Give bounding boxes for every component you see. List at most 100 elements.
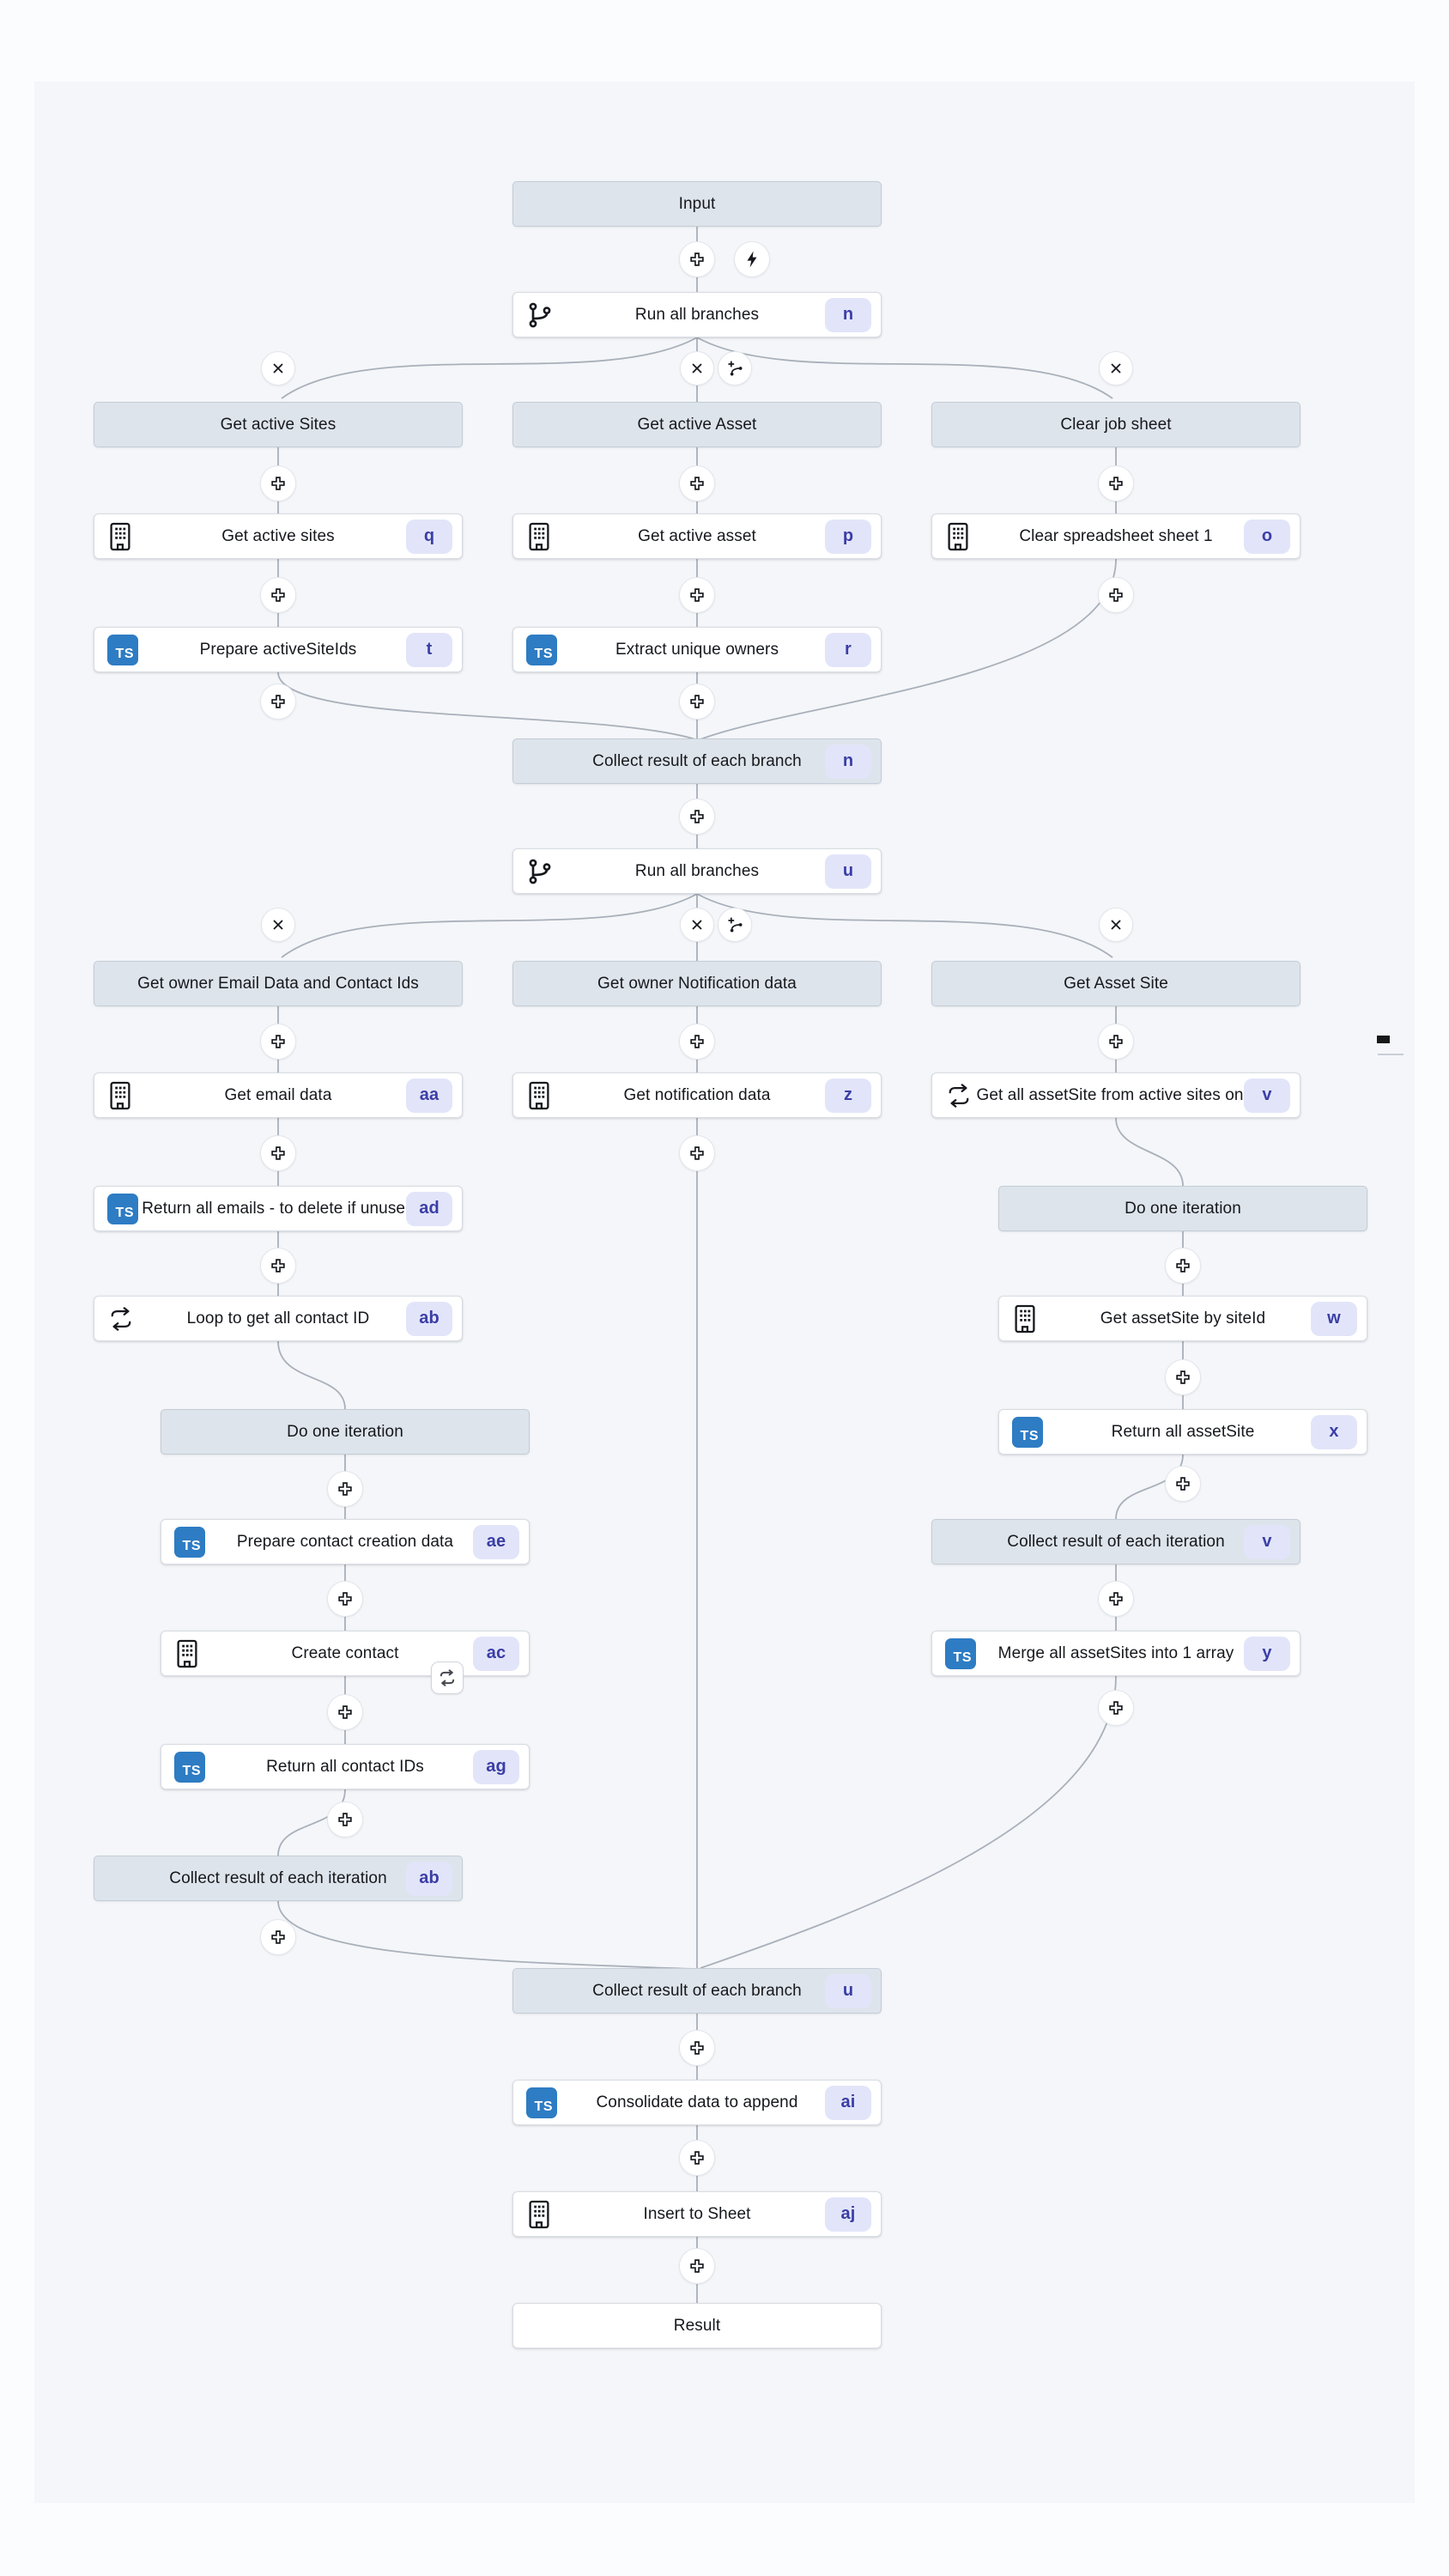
node-get-active-sites[interactable]: Get active sites q bbox=[94, 513, 463, 559]
add-step-button[interactable] bbox=[679, 1135, 715, 1171]
block-id-badge: x bbox=[1311, 1414, 1357, 1449]
node-get-notification-data[interactable]: Get notification data z bbox=[512, 1072, 882, 1118]
branch-header-get-owner-notification[interactable]: Get owner Notification data bbox=[512, 961, 882, 1006]
add-branch-button[interactable] bbox=[718, 351, 752, 386]
add-step-button[interactable] bbox=[1165, 1359, 1201, 1395]
add-step-button[interactable] bbox=[1165, 1248, 1201, 1284]
delete-branch-button[interactable] bbox=[680, 351, 714, 386]
loop-header-do-one-iteration-left[interactable]: Do one iteration bbox=[161, 1409, 530, 1455]
retry-loop-button[interactable] bbox=[431, 1662, 464, 1694]
add-step-button[interactable] bbox=[327, 1801, 363, 1838]
delete-branch-button[interactable] bbox=[680, 908, 714, 942]
loop-icon bbox=[440, 1669, 455, 1686]
node-collect-result-iteration-right[interactable]: Collect result of each iteration v bbox=[931, 1519, 1300, 1564]
node-extract-unique-owners[interactable]: TS Extract unique owners r bbox=[512, 627, 882, 672]
node-result[interactable]: Result bbox=[512, 2303, 882, 2348]
branch-header-get-owner-email[interactable]: Get owner Email Data and Contact Ids bbox=[94, 961, 463, 1006]
add-step-button[interactable] bbox=[679, 2140, 715, 2176]
add-step-button[interactable] bbox=[679, 1024, 715, 1060]
loop-header-do-one-iteration-right[interactable]: Do one iteration bbox=[998, 1186, 1367, 1231]
block-id-badge: z bbox=[825, 1078, 871, 1113]
node-input[interactable]: Input bbox=[512, 181, 882, 227]
node-run-all-branches-2[interactable]: Run all branches u bbox=[512, 848, 882, 894]
delete-branch-button[interactable] bbox=[1099, 908, 1133, 942]
add-step-button[interactable] bbox=[260, 1024, 296, 1060]
block-id-badge: r bbox=[825, 632, 871, 667]
node-prepare-contact-creation-data[interactable]: TS Prepare contact creation data ae bbox=[161, 1519, 530, 1564]
node-insert-to-sheet[interactable]: Insert to Sheet aj bbox=[512, 2191, 882, 2237]
add-step-button[interactable] bbox=[679, 241, 715, 277]
edge-artifact bbox=[1377, 1036, 1390, 1043]
node-create-contact[interactable]: Create contact ac bbox=[161, 1631, 530, 1676]
typescript-code-icon: TS bbox=[107, 1193, 138, 1224]
node-collect-result-branch-2[interactable]: Collect result of each branch u bbox=[512, 1968, 882, 2014]
node-get-active-asset[interactable]: Get active asset p bbox=[512, 513, 882, 559]
block-id-badge: p bbox=[825, 519, 871, 554]
add-step-button[interactable] bbox=[679, 577, 715, 613]
resource-table-icon bbox=[526, 2199, 552, 2230]
add-step-button[interactable] bbox=[679, 683, 715, 720]
add-step-button[interactable] bbox=[327, 1694, 363, 1730]
node-label: Run all branches bbox=[634, 305, 760, 324]
node-prepare-activesiteids[interactable]: TS Prepare activeSiteIds t bbox=[94, 627, 463, 672]
node-consolidate-data-to-append[interactable]: TS Consolidate data to append ai bbox=[512, 2080, 882, 2125]
add-step-button[interactable] bbox=[679, 799, 715, 835]
block-id-badge: t bbox=[406, 632, 452, 667]
branch-header-get-asset-site[interactable]: Get Asset Site bbox=[931, 961, 1300, 1006]
add-step-button[interactable] bbox=[260, 465, 296, 501]
git-branch-icon bbox=[526, 858, 554, 885]
block-id-badge: ab bbox=[406, 1861, 452, 1896]
resource-table-icon bbox=[107, 1080, 133, 1111]
add-step-button[interactable] bbox=[1098, 1690, 1134, 1726]
node-return-all-emails[interactable]: TS Return all emails - to delete if unus… bbox=[94, 1186, 463, 1231]
node-collect-result-branch-1[interactable]: Collect result of each branch n bbox=[512, 738, 882, 784]
add-step-button[interactable] bbox=[679, 2248, 715, 2284]
block-id-badge: n bbox=[825, 744, 871, 779]
node-run-all-branches-1[interactable]: Run all branches n bbox=[512, 292, 882, 337]
add-step-button[interactable] bbox=[1098, 465, 1134, 501]
add-step-button[interactable] bbox=[260, 1135, 296, 1171]
node-get-email-data[interactable]: Get email data aa bbox=[94, 1072, 463, 1118]
add-step-button[interactable] bbox=[679, 465, 715, 501]
add-step-button[interactable] bbox=[327, 1471, 363, 1507]
node-get-all-assetsite[interactable]: Get all assetSite from active sites only… bbox=[931, 1072, 1300, 1118]
lightning-icon bbox=[747, 251, 757, 268]
node-return-all-contact-ids[interactable]: TS Return all contact IDs ag bbox=[161, 1744, 530, 1789]
branch-header-get-active-sites[interactable]: Get active Sites bbox=[94, 402, 463, 447]
node-loop-get-all-contact-id[interactable]: Loop to get all contact ID ab bbox=[94, 1296, 463, 1341]
add-step-button[interactable] bbox=[260, 1248, 296, 1284]
add-branch-button[interactable] bbox=[718, 908, 752, 942]
add-step-button[interactable] bbox=[1098, 1024, 1134, 1060]
trigger-lightning-button[interactable] bbox=[734, 241, 770, 277]
add-step-button[interactable] bbox=[679, 2030, 715, 2066]
git-branch-icon bbox=[526, 301, 554, 329]
add-step-button[interactable] bbox=[260, 577, 296, 613]
node-merge-all-assetsites[interactable]: TS Merge all assetSites into 1 array y bbox=[931, 1631, 1300, 1676]
typescript-code-icon: TS bbox=[526, 2087, 557, 2118]
loop-icon bbox=[945, 1083, 973, 1108]
add-step-button[interactable] bbox=[260, 683, 296, 720]
resource-table-icon bbox=[107, 521, 133, 552]
node-collect-result-iteration-left[interactable]: Collect result of each iteration ab bbox=[94, 1856, 463, 1901]
add-step-button[interactable] bbox=[1165, 1466, 1201, 1502]
delete-branch-button[interactable] bbox=[1099, 351, 1133, 386]
add-step-button[interactable] bbox=[1098, 577, 1134, 613]
resource-table-icon bbox=[526, 1080, 552, 1111]
add-step-button[interactable] bbox=[1098, 1581, 1134, 1617]
block-id-badge: n bbox=[825, 297, 871, 332]
delete-branch-button[interactable] bbox=[261, 908, 295, 942]
block-id-badge: ac bbox=[473, 1636, 519, 1671]
node-return-all-assetsite[interactable]: TS Return all assetSite x bbox=[998, 1409, 1367, 1455]
node-get-assetsite-by-siteid[interactable]: Get assetSite by siteId w bbox=[998, 1296, 1367, 1341]
block-id-badge: u bbox=[825, 1973, 871, 2008]
add-step-button[interactable] bbox=[260, 1919, 296, 1955]
delete-branch-button[interactable] bbox=[261, 351, 295, 386]
block-id-badge: ad bbox=[406, 1191, 452, 1226]
add-step-button[interactable] bbox=[327, 1581, 363, 1617]
branch-header-get-active-asset[interactable]: Get active Asset bbox=[512, 402, 882, 447]
branch-header-clear-job-sheet[interactable]: Clear job sheet bbox=[931, 402, 1300, 447]
node-clear-spreadsheet-sheet-1[interactable]: Clear spreadsheet sheet 1 o bbox=[931, 513, 1300, 559]
block-id-badge: u bbox=[825, 854, 871, 889]
typescript-code-icon: TS bbox=[174, 1526, 205, 1558]
block-id-badge: ag bbox=[473, 1749, 519, 1784]
